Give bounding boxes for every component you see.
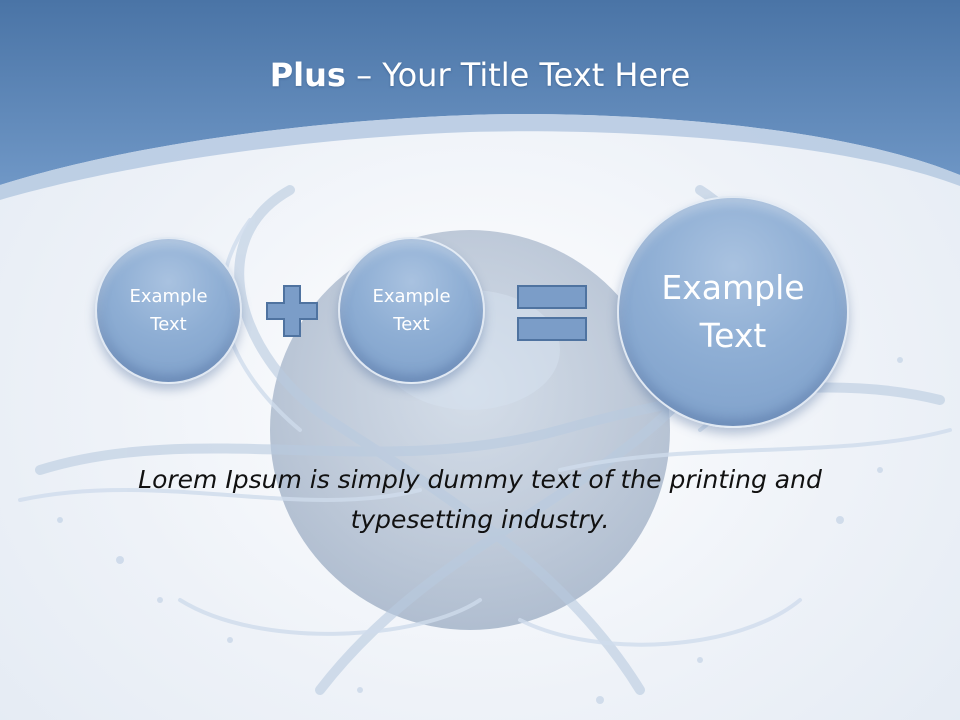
example-text-circle-2: Example Text: [338, 237, 485, 384]
example-text-circle-1: Example Text: [95, 237, 242, 384]
header-band: [0, 0, 960, 200]
body-text: Lorem Ipsum is simply dummy text of the …: [138, 465, 822, 534]
title-bold-word: Plus: [269, 56, 346, 94]
circle-label: Example Text: [661, 268, 805, 355]
example-text-circle-result: Example Text: [617, 196, 849, 428]
circle-label: Example Text: [129, 285, 208, 335]
equals-icon: [517, 285, 587, 341]
title-text: – Your Title Text Here: [345, 56, 691, 94]
circle-label: Example Text: [372, 285, 451, 335]
plus-icon: [266, 285, 318, 337]
slide-title: Plus – Your Title Text Here: [0, 52, 960, 98]
